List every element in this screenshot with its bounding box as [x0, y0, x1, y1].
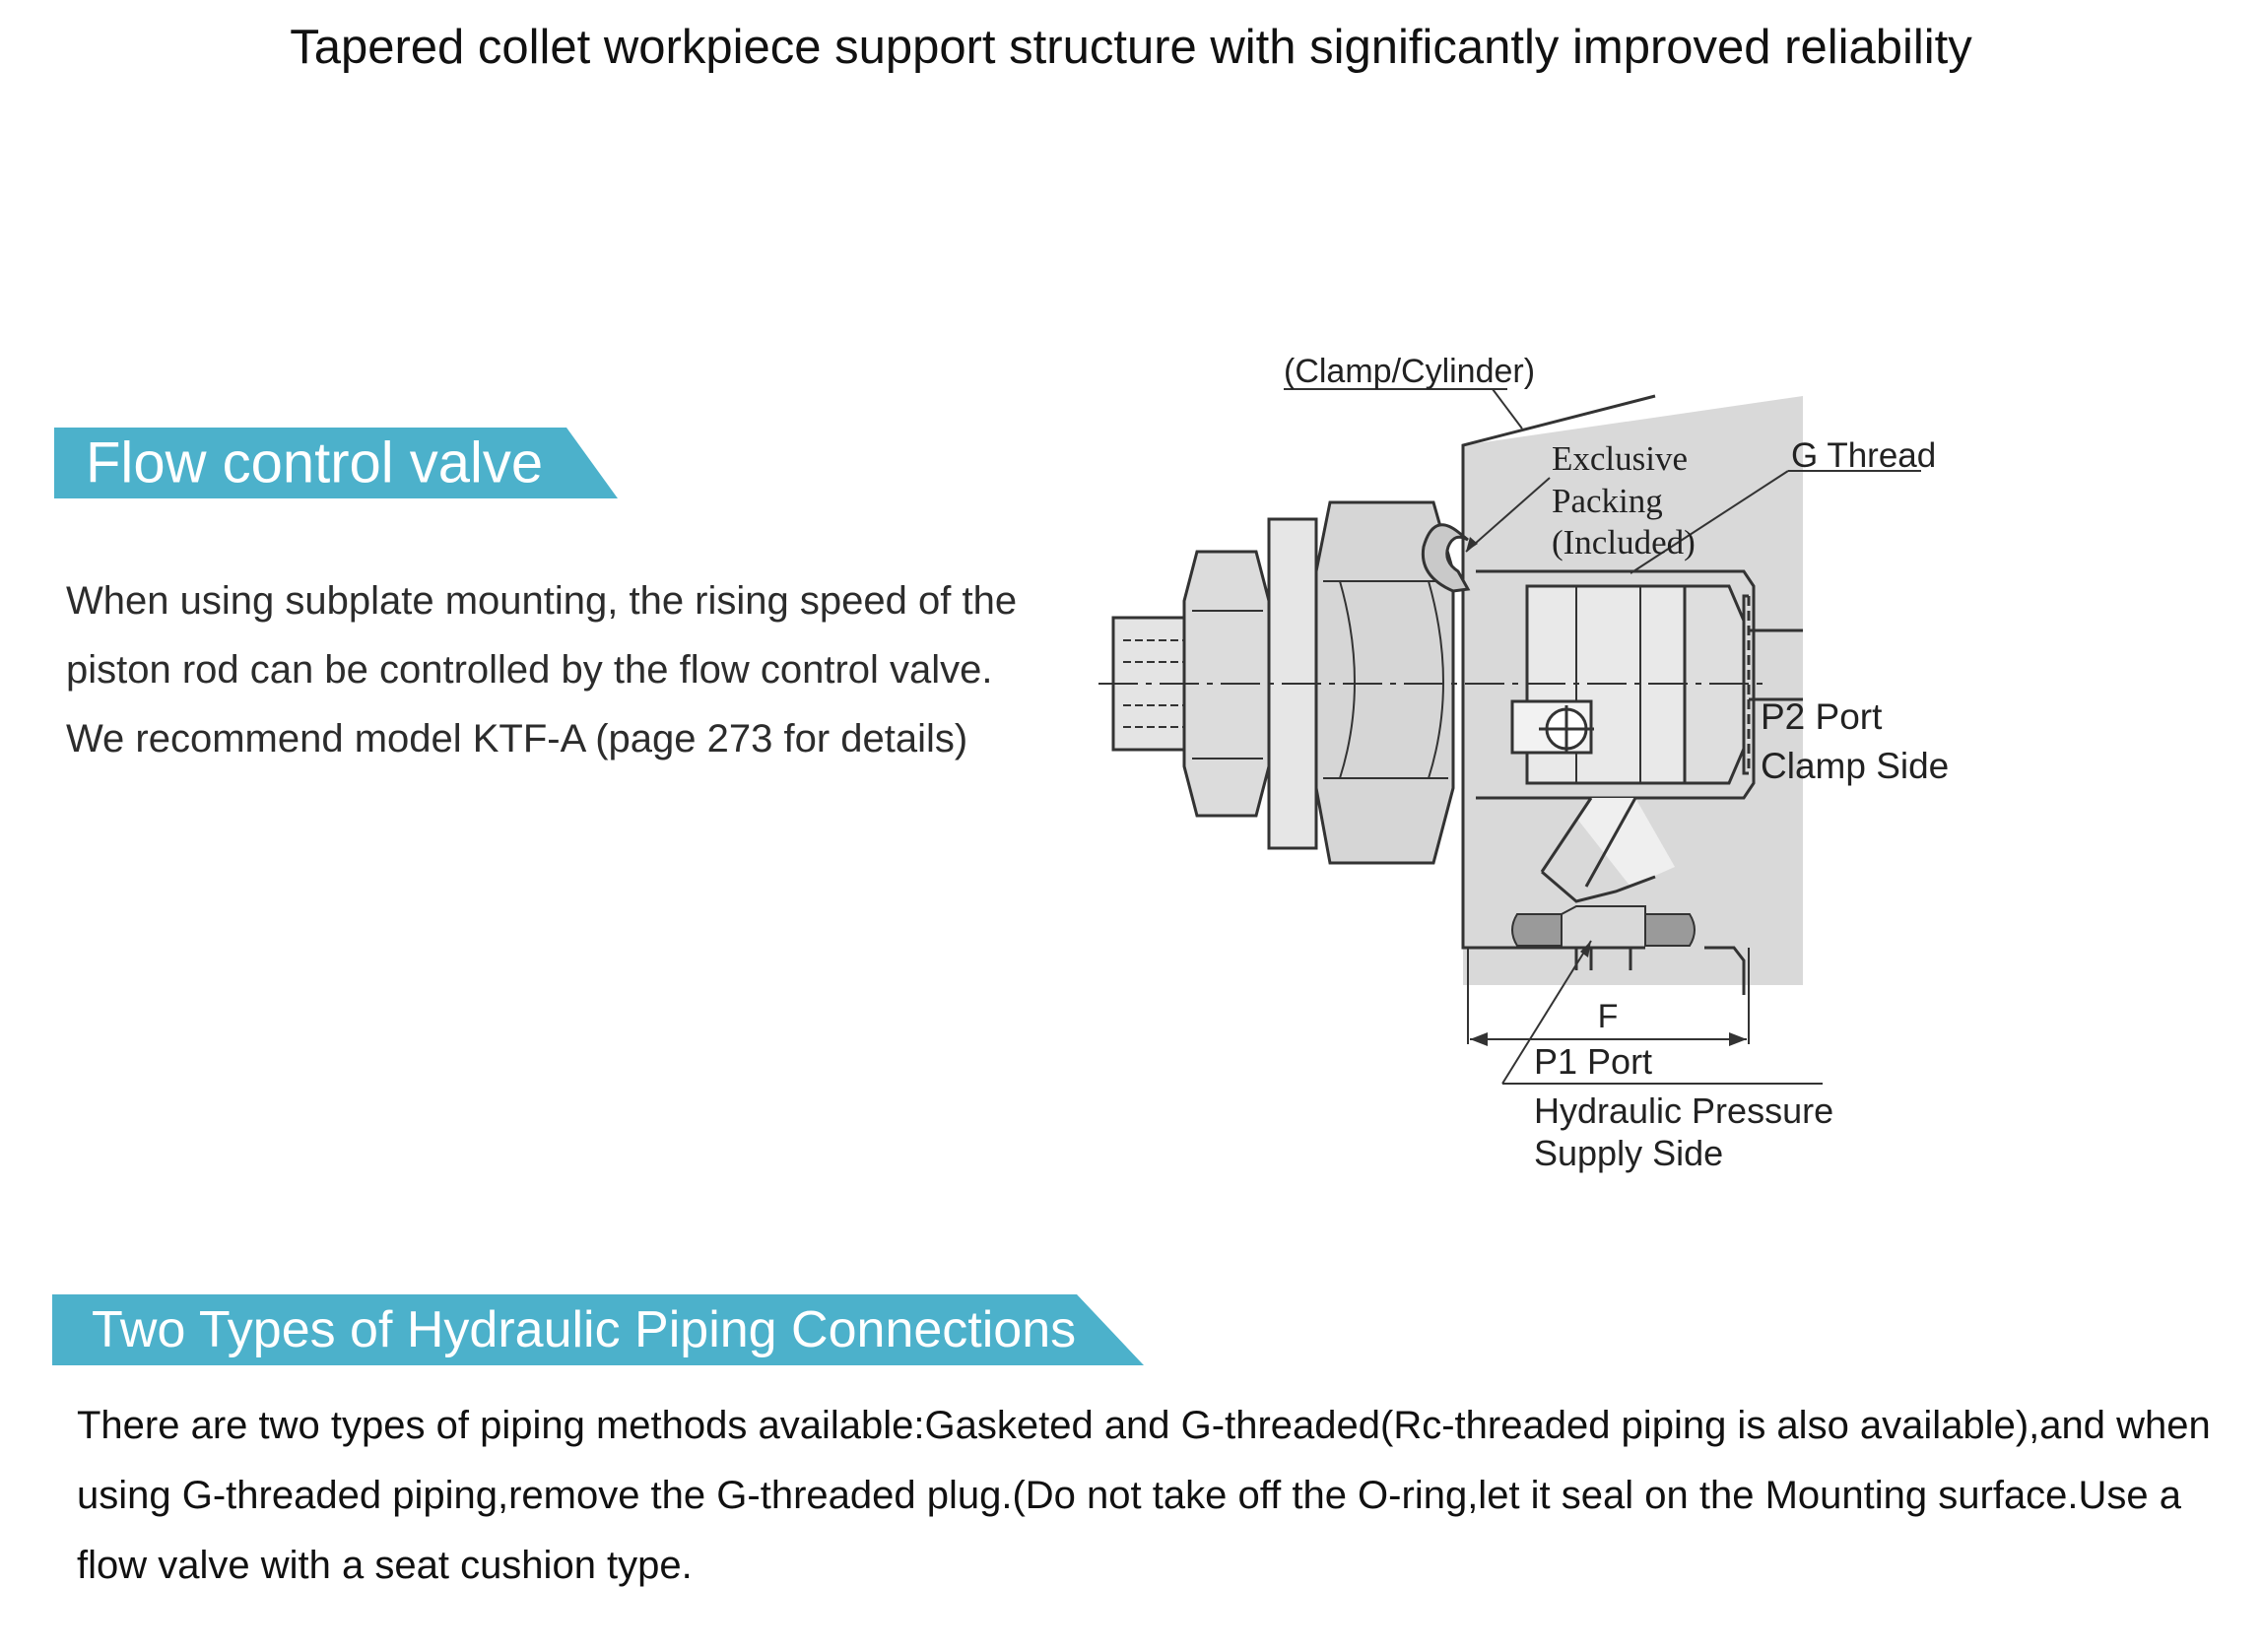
- label-supply-side: Supply Side: [1534, 1133, 1723, 1173]
- label-exclusive: Exclusive: [1552, 439, 1688, 478]
- o-ring-left: [1511, 913, 1563, 947]
- piping-description: There are two types of piping methods av…: [77, 1391, 2225, 1601]
- section-heading-flow-control-valve: Flow control valve: [54, 428, 618, 498]
- exclusive-packing: [1421, 523, 1471, 593]
- o-ring-right: [1644, 913, 1696, 947]
- label-included: (Included): [1552, 523, 1696, 562]
- page-title: Tapered collet workpiece support structu…: [290, 21, 1972, 74]
- section-heading-hydraulic-piping: Two Types of Hydraulic Piping Connection…: [52, 1294, 1144, 1365]
- piping-paragraph: There are two types of piping methods av…: [77, 1404, 2211, 1587]
- flow-control-description: When using subplate mounting, the rising…: [66, 566, 1051, 773]
- flow-control-paragraph: When using subplate mounting, the rising…: [66, 579, 1018, 692]
- label-clamp-side: Clamp Side: [1761, 746, 1949, 786]
- flow-control-valve-diagram: F (Clamp/Cylinder) Exclusive Packing (In…: [1098, 353, 1949, 1173]
- label-p2-port: P2 Port: [1761, 696, 1883, 737]
- label-hydraulic-pressure: Hydraulic Pressure: [1534, 1090, 1833, 1131]
- flow-control-recommendation: We recommend model KTF-A (page 273 for d…: [66, 717, 968, 760]
- dimension-f-label: F: [1598, 998, 1619, 1035]
- section-heading-label: Two Types of Hydraulic Piping Connection…: [92, 1301, 1077, 1358]
- label-packing: Packing: [1552, 482, 1663, 520]
- label-g-thread: G Thread: [1791, 436, 1936, 475]
- p1-passage: [1576, 798, 1675, 887]
- cylinder-body-outline: [1461, 394, 1656, 950]
- label-p1-port: P1 Port: [1534, 1041, 1652, 1082]
- section-heading-label: Flow control valve: [86, 430, 544, 496]
- label-clamp-cylinder: (Clamp/Cylinder): [1284, 353, 1535, 390]
